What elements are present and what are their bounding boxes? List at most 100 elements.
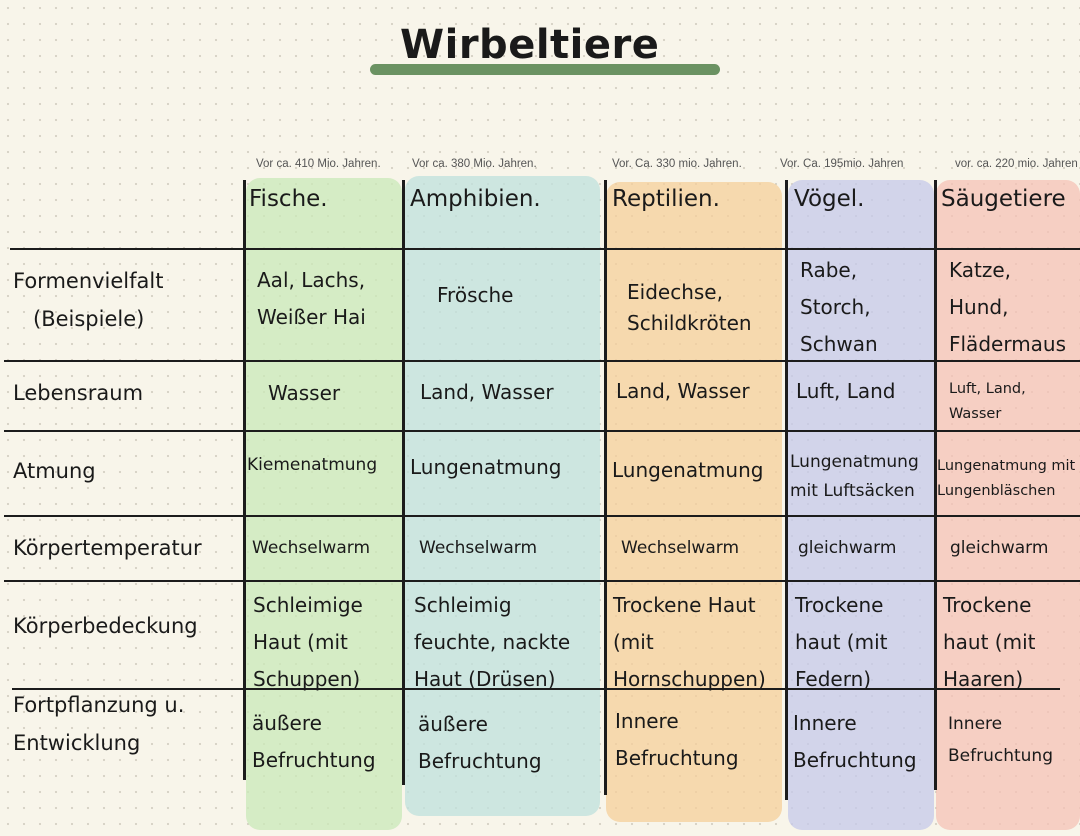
cell-line: Lungenbläschen [937, 483, 1056, 499]
cell-line: Haaren) [943, 667, 1024, 691]
row-label-line: Entwicklung [13, 731, 141, 755]
cell-saeugetiere-formenvielfalt: Katze, Hund, Flädermaus [949, 252, 1066, 363]
row-label-line: Fortpflanzung u. [13, 693, 185, 717]
cell-fische-fortpflanzung: äußere Befruchtung [252, 705, 376, 779]
header-reptilien: Reptilien. [612, 186, 720, 212]
cell-reptilien-fortpflanzung: Innere Befruchtung [615, 703, 739, 777]
cell-line: Luft, Land, [949, 381, 1026, 397]
cell-line: Innere [615, 709, 679, 733]
cell-line: äußere [418, 712, 488, 736]
cell-voegel-lebensraum: Luft, Land [796, 379, 896, 403]
row-label-lebensraum: Lebensraum [13, 381, 144, 405]
cell-voegel-formenvielfalt: Rabe, Storch, Schwan [800, 252, 878, 363]
grid-line [604, 180, 607, 795]
cell-line: äußere [252, 711, 322, 735]
cell-amphibien-atmung: Lungenatmung [410, 455, 562, 479]
cell-line: Innere [793, 711, 857, 735]
band-amphibien [405, 176, 600, 816]
header-amphibien: Amphibien. [410, 186, 541, 212]
cell-line: Innere [948, 714, 1003, 734]
grid-line [10, 248, 1080, 250]
header-saeugetiere: Säugetiere [941, 186, 1066, 212]
cell-line: Aal, Lachs, [257, 268, 366, 292]
band-fische [246, 178, 402, 830]
cell-line: haut (mit [795, 630, 888, 654]
grid-line [402, 180, 405, 785]
row-label-koerperbedeckung: Körperbedeckung [13, 614, 198, 638]
row-label-line: Formenvielfalt [13, 269, 164, 293]
era-reptilien: Vor. Ca. 330 mio. Jahren. [612, 158, 742, 170]
page-title: Wirbeltiere [400, 22, 660, 68]
band-reptilien [606, 182, 782, 822]
header-fische: Fische. [249, 186, 328, 212]
grid-line [243, 180, 246, 780]
cell-amphibien-formenvielfalt: Frösche [437, 277, 513, 314]
cell-voegel-atmung: Lungenatmung mit Luftsäcken [790, 448, 919, 506]
cell-line: Trockene Haut [613, 593, 756, 617]
cell-saeugetiere-lebensraum: Luft, Land, Wasser [949, 377, 1026, 427]
cell-line: Befruchtung [418, 749, 542, 773]
row-label-line: (Beispiele) [33, 307, 145, 331]
cell-fische-lebensraum: Wasser [268, 381, 341, 405]
era-fische: Vor ca. 410 Mio. Jahren. [256, 158, 381, 170]
band-saeugetiere [936, 180, 1080, 830]
cell-line: Schuppen) [253, 667, 361, 691]
cell-line: Katze, [949, 258, 1012, 282]
grid-line [4, 430, 1080, 432]
cell-line: Haut (Drüsen) [414, 667, 556, 691]
cell-line: Befruchtung [948, 746, 1053, 766]
cell-line: Wasser [949, 406, 1002, 422]
cell-saeugetiere-koerpertemperatur: gleichwarm [950, 538, 1049, 558]
cell-amphibien-lebensraum: Land, Wasser [420, 380, 554, 404]
cell-fische-koerpertemperatur: Wechselwarm [252, 538, 371, 558]
cell-line: Eidechse, [627, 280, 723, 304]
cell-amphibien-koerpertemperatur: Wechselwarm [419, 538, 538, 558]
grid-line [4, 360, 1080, 362]
cell-line: Storch, [800, 295, 871, 319]
row-label-fortpflanzung: Fortpflanzung u. Entwicklung [13, 686, 184, 762]
grid-line [12, 688, 1060, 690]
cell-line: Schleimige [253, 593, 363, 617]
cell-saeugetiere-atmung: Lungenatmung mit Lungenbläschen [937, 454, 1075, 504]
cell-line: Befruchtung [252, 748, 376, 772]
cell-reptilien-formenvielfalt: Eidechse, Schildkröten [627, 277, 752, 339]
cell-fische-formenvielfalt: Aal, Lachs, Weißer Hai [257, 262, 366, 336]
row-label-koerpertemperatur: Körpertemperatur [13, 536, 202, 560]
cell-voegel-koerperbedeckung: Trockene haut (mit Federn) [795, 587, 888, 698]
header-voegel: Vögel. [794, 186, 865, 212]
grid-line [785, 180, 788, 800]
cell-voegel-koerpertemperatur: gleichwarm [798, 538, 897, 558]
cell-line: Hund, [949, 295, 1009, 319]
cell-line: Befruchtung [793, 748, 917, 772]
cell-amphibien-koerperbedeckung: Schleimig feuchte, nackte Haut (Drüsen) [414, 587, 570, 698]
cell-line: feuchte, nackte [414, 630, 571, 654]
cell-line: Trockene [795, 593, 884, 617]
cell-voegel-fortpflanzung: Innere Befruchtung [793, 705, 917, 779]
cell-line: Hornschuppen) [613, 667, 766, 691]
cell-line: Schwan [800, 332, 878, 356]
grid-line [4, 580, 1080, 582]
cell-line: Lungenatmung [790, 452, 919, 472]
cell-fische-atmung: Kiemenatmung [247, 455, 378, 475]
cell-line: Weißer Hai [257, 305, 366, 329]
era-voegel: Vor. Ca. 195mio. Jahren [780, 158, 904, 170]
cell-fische-koerperbedeckung: Schleimige Haut (mit Schuppen) [253, 587, 363, 698]
cell-line: Befruchtung [615, 746, 739, 770]
cell-line: Frösche [437, 283, 514, 307]
cell-line: Rabe, [800, 258, 858, 282]
band-voegel [788, 180, 934, 830]
row-label-formenvielfalt: Formenvielfalt (Beispiele) [13, 262, 163, 338]
row-label-atmung: Atmung [13, 459, 96, 483]
cell-line: Trockene [943, 593, 1032, 617]
cell-saeugetiere-koerperbedeckung: Trockene haut (mit Haaren) [943, 587, 1036, 698]
cell-line: Flädermaus [949, 332, 1067, 356]
cell-line: mit Luftsäcken [790, 481, 915, 501]
cell-reptilien-koerpertemperatur: Wechselwarm [621, 538, 740, 558]
era-saeugetiere: vor. ca. 220 mio. Jahren [955, 158, 1078, 170]
cell-line: Lungenatmung mit [937, 458, 1076, 474]
cell-reptilien-lebensraum: Land, Wasser [616, 379, 750, 403]
cell-saeugetiere-fortpflanzung: Innere Befruchtung [948, 708, 1053, 772]
cell-line: Schleimig [414, 593, 512, 617]
grid-line [4, 515, 1080, 517]
era-amphibien: Vor ca. 380 Mio. Jahren. [412, 158, 537, 170]
